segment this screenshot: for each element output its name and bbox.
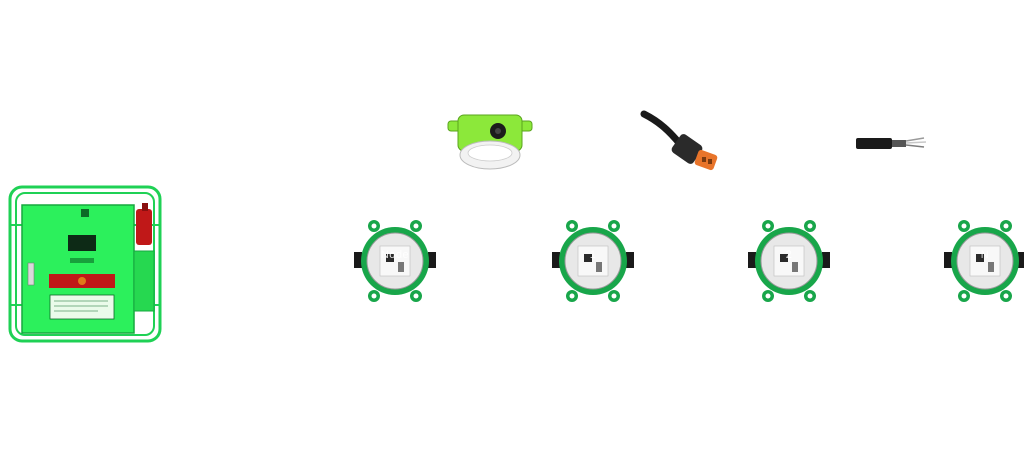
control-cabinet-icon	[8, 185, 166, 345]
sensor-node-icon: 2	[746, 218, 832, 304]
node-label: 1	[589, 249, 597, 261]
node-label: 2	[785, 249, 793, 261]
plug-connector-icon	[640, 108, 720, 176]
node-label: N	[980, 249, 990, 261]
sensor-node-icon: N	[942, 218, 1024, 304]
sensor-node-icon: 1	[550, 218, 636, 304]
node-label: Node	[380, 249, 410, 261]
sensor-node-icon: Node	[352, 218, 438, 304]
cable-end-icon	[852, 132, 930, 154]
lamp-fixture-icon	[444, 111, 536, 175]
